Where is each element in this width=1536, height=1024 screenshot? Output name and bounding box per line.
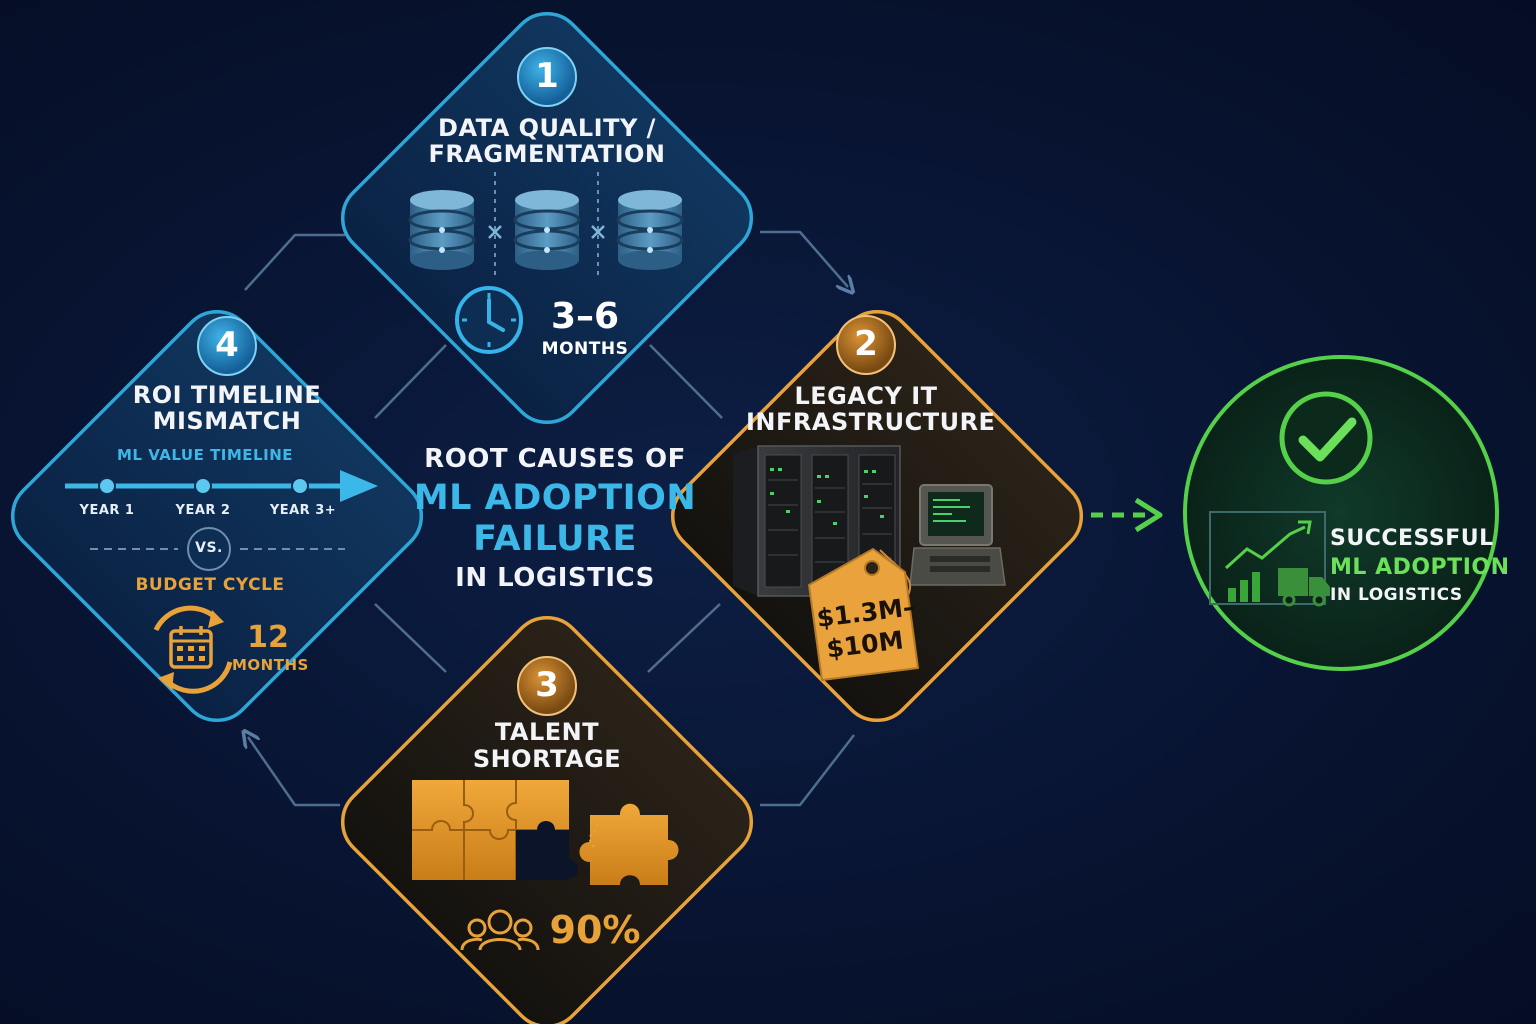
cause-2-number: 2 [854,324,878,364]
budget-cycle-unit: MONTHS [232,656,309,674]
cause-1-number: 1 [535,56,559,96]
cause-1-title-line2: FRAGMENTATION [428,140,666,168]
cause-1-title-line1: DATA QUALITY / [438,114,656,142]
success-line2: ML ADOPTION [1330,555,1510,580]
cause-1-stat-value: 3–6 [550,296,620,337]
connector-lines [245,230,854,807]
cause-2-diamond [670,309,1084,723]
cause-2-title-line1: LEGACY IT [794,382,938,410]
success-line1: SUCCESSFUL [1330,526,1494,551]
people-icon [460,909,540,951]
success-circle [1183,355,1499,671]
database-icon [408,190,476,270]
cause-3-stat-value: 90% [549,908,641,952]
timeline-year-2: YEAR 2 [175,503,231,518]
clock-icon [455,286,523,354]
database-icon [616,190,684,270]
cause-1-diamond [340,11,754,425]
puzzle-icon [412,780,679,885]
timeline-arrow-icon [65,470,378,502]
calendar-cycle-icon [153,605,233,694]
computer-terminal-icon [909,484,1006,586]
center-title-line3: FAILURE [473,519,637,559]
cause-3-number: 3 [535,665,559,705]
truck-icon [1278,568,1330,607]
cause-2-title-line2: INFRASTRUCTURE [746,408,996,436]
success-line3: IN LOGISTICS [1330,585,1463,605]
database-icon [513,190,581,270]
cause-4-title-line2: MISMATCH [152,407,302,435]
disconnect-icon [488,225,605,239]
cause-3-title-line2: SHORTAGE [472,745,622,773]
vs-label: VS. [195,540,223,556]
cause-1-stat-unit: MONTHS [541,339,629,359]
cause-4-number: 4 [215,325,239,365]
timeline-year-3: YEAR 3+ [269,503,337,518]
cause-4-diamond [10,309,424,723]
success-arrow [1070,497,1163,533]
cause-3-diamond [340,615,754,1024]
center-title-line2: ML ADOPTION [413,478,697,518]
price-tag-icon [808,548,919,681]
budget-cycle-label: BUDGET CYCLE [135,575,285,595]
timeline-year-1: YEAR 1 [79,503,135,518]
timeline-label: ML VALUE TIMELINE [116,446,293,464]
cause-4-title-line1: ROI TIMELINE [132,381,322,409]
growth-chart-icon [1209,511,1326,605]
cause-3-title-line1: TALENT [494,718,600,746]
center-title-line1: ROOT CAUSES OF [424,444,686,474]
checkmark-icon [1298,417,1357,462]
center-title-line4: IN LOGISTICS [455,563,655,593]
budget-cycle-value: 12 [247,620,289,655]
